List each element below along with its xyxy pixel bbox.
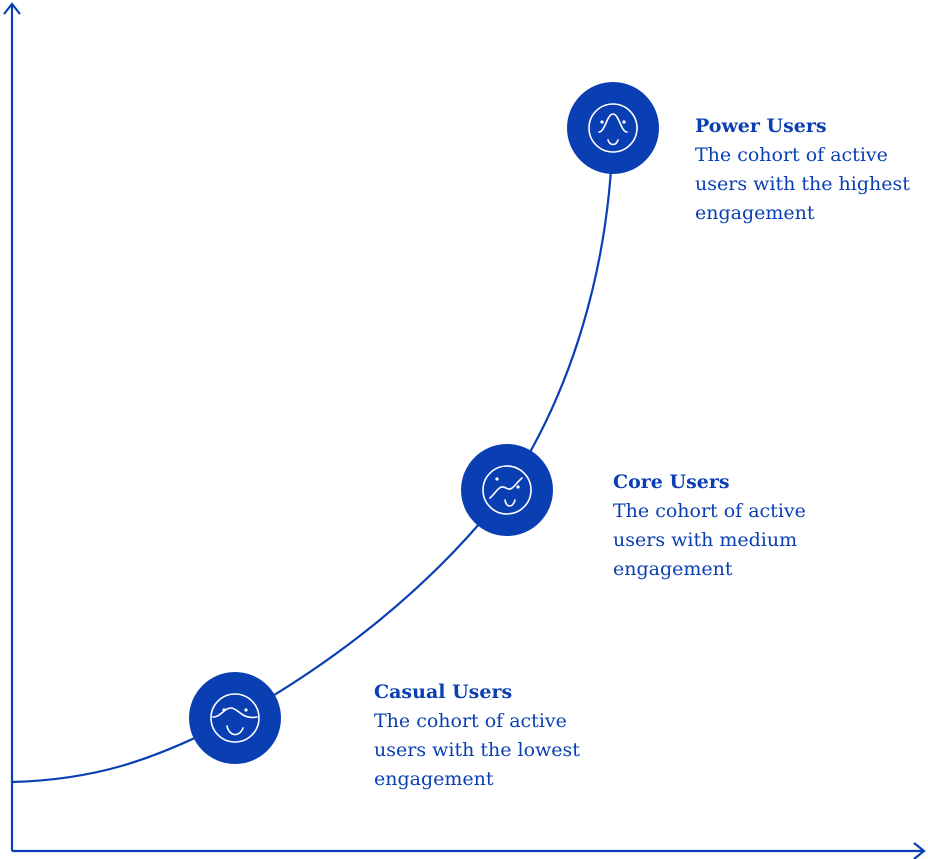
- core-users-description-line: engagement: [613, 558, 733, 580]
- casual-users-label: Casual Users The cohort of active users …: [374, 678, 580, 794]
- y-axis-arrowhead: [3, 2, 21, 15]
- casual-users-description-line: users with the lowest: [374, 739, 580, 761]
- core-users-node: [461, 444, 553, 536]
- power-users-node: [567, 82, 659, 174]
- casual-users-circle: [189, 672, 281, 764]
- power-users-description-line: engagement: [695, 202, 815, 224]
- peak-face-icon: [588, 103, 638, 153]
- wave-face-icon: [210, 693, 260, 743]
- engagement-curve: [11, 127, 615, 784]
- power-users-title: Power Users: [695, 115, 827, 137]
- casual-users-description-line: The cohort of active: [374, 710, 567, 732]
- casual-users-node: [189, 672, 281, 764]
- core-users-description-line: The cohort of active: [613, 500, 806, 522]
- rising-line-face-icon: [482, 465, 532, 515]
- power-users-description-line: users with the highest: [695, 173, 910, 195]
- core-users-title: Core Users: [613, 471, 730, 493]
- core-users-circle: [461, 444, 553, 536]
- power-users-circle: [567, 82, 659, 174]
- core-users-label: Core Users The cohort of active users wi…: [613, 468, 806, 584]
- core-users-description-line: users with medium: [613, 529, 798, 551]
- power-users-description-line: The cohort of active: [695, 144, 888, 166]
- casual-users-title: Casual Users: [374, 681, 513, 703]
- x-axis-arrowhead: [913, 842, 926, 859]
- power-users-label: Power Users The cohort of active users w…: [695, 112, 910, 228]
- casual-users-description-line: engagement: [374, 768, 494, 790]
